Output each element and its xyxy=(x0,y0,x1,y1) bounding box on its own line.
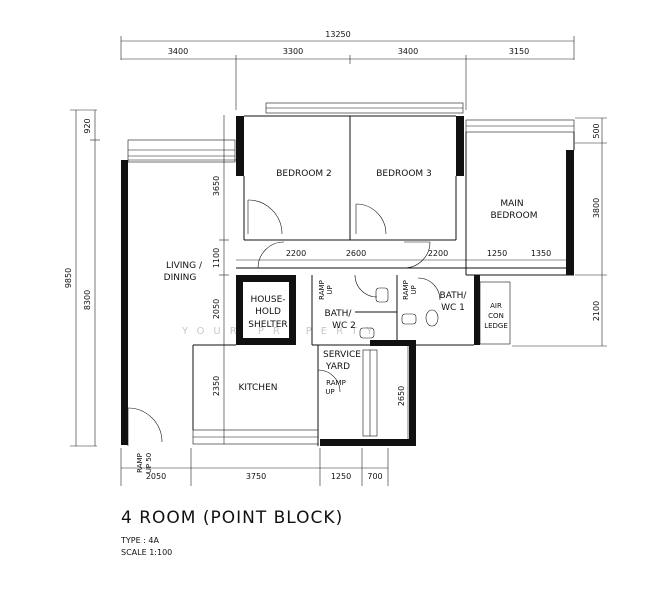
room-labels: BEDROOM 2 BEDROOM 3 MAIN BEDROOM LIVING … xyxy=(136,169,537,473)
plan-title: 4 ROOM (POINT BLOCK) xyxy=(121,508,344,528)
dim-left-outer-1: 920 xyxy=(83,118,92,133)
label-ramp-bath2-1: RAMP xyxy=(318,280,326,300)
dim-mid-4: 1250 xyxy=(487,249,507,258)
label-bath-2-line-1: BATH/ xyxy=(325,309,353,319)
label-living-line-2: DINING xyxy=(164,273,197,283)
label-living-line-1: LIVING / xyxy=(166,261,203,271)
dim-left-outer-2: 8300 xyxy=(83,290,92,310)
label-shelter-line-2: HOLD xyxy=(255,307,281,317)
dim-left-inner-3: 2050 xyxy=(212,299,221,319)
dim-right-3: 2100 xyxy=(592,301,601,321)
dim-bottom-1: 2050 xyxy=(146,472,166,481)
watermark: YOUR PROPERTY xyxy=(181,326,382,337)
dim-left-inner-4: 2350 xyxy=(212,376,221,396)
dim-yard-height: 2650 xyxy=(397,386,406,406)
plan-scale: SCALE 1:100 xyxy=(121,548,173,557)
dim-bottom-4: 700 xyxy=(367,472,382,481)
dim-mid-5: 1350 xyxy=(531,249,551,258)
doors xyxy=(127,199,441,446)
windows xyxy=(127,102,575,445)
label-aircon-line-2: CON xyxy=(488,312,504,320)
label-kitchen: KITCHEN xyxy=(239,383,278,393)
label-ramp-bath1-2: UP xyxy=(410,285,418,294)
fixtures xyxy=(359,287,439,339)
label-bath-1-line-2: WC 1 xyxy=(441,303,465,313)
label-bedroom-3: BEDROOM 3 xyxy=(376,169,432,179)
dim-right-1: 500 xyxy=(592,123,601,138)
label-bedroom-2: BEDROOM 2 xyxy=(276,169,332,179)
label-service-yard-line-2: YARD xyxy=(325,362,350,372)
label-ramp-yard-1: RAMP xyxy=(326,379,346,387)
dim-left-inner-2: 1100 xyxy=(212,248,221,268)
label-main-bedroom-line-1: MAIN xyxy=(500,199,523,209)
dim-mid-1: 2200 xyxy=(286,249,306,258)
dim-left-overall: 9850 xyxy=(64,268,73,288)
dim-top-4: 3150 xyxy=(509,47,529,56)
label-main-bedroom-line-2: BEDROOM xyxy=(491,211,538,221)
label-ramp-entrance-2: UP 50 xyxy=(145,453,153,473)
label-aircon-line-3: LEDGE xyxy=(484,322,508,330)
walls xyxy=(121,116,574,446)
dim-bottom-3: 1250 xyxy=(331,472,351,481)
label-ramp-bath2-2: UP xyxy=(326,285,334,294)
dim-bottom-2: 3750 xyxy=(246,472,266,481)
label-aircon-line-1: AIR xyxy=(490,302,502,310)
dim-overall-width: 13250 xyxy=(325,30,350,39)
label-shelter-line-3: SHELTER xyxy=(248,320,287,330)
dim-top-2: 3300 xyxy=(283,47,303,56)
label-ramp-yard-2: UP xyxy=(325,388,334,396)
dim-top-3: 3400 xyxy=(398,47,418,56)
dim-left-inner-1: 3650 xyxy=(212,176,221,196)
partitions xyxy=(128,115,575,446)
dim-right-2: 3800 xyxy=(592,198,601,218)
label-service-yard-line-1: SERVICE xyxy=(323,350,361,360)
label-bath-1-line-1: BATH/ xyxy=(440,291,468,301)
dim-mid-2: 2600 xyxy=(346,249,366,258)
label-bath-2-line-2: WC 2 xyxy=(332,321,356,331)
plan-type: TYPE : 4A xyxy=(121,536,159,545)
dimensions: 13250 3400 3300 3400 3150 2200 2600 2200… xyxy=(64,30,607,486)
label-shelter-line-1: HOUSE- xyxy=(250,295,285,305)
label-ramp-bath1-1: RAMP xyxy=(402,280,410,300)
dim-top-1: 3400 xyxy=(168,47,188,56)
label-ramp-entrance-1: RAMP xyxy=(136,453,144,473)
dim-mid-3: 2200 xyxy=(428,249,448,258)
